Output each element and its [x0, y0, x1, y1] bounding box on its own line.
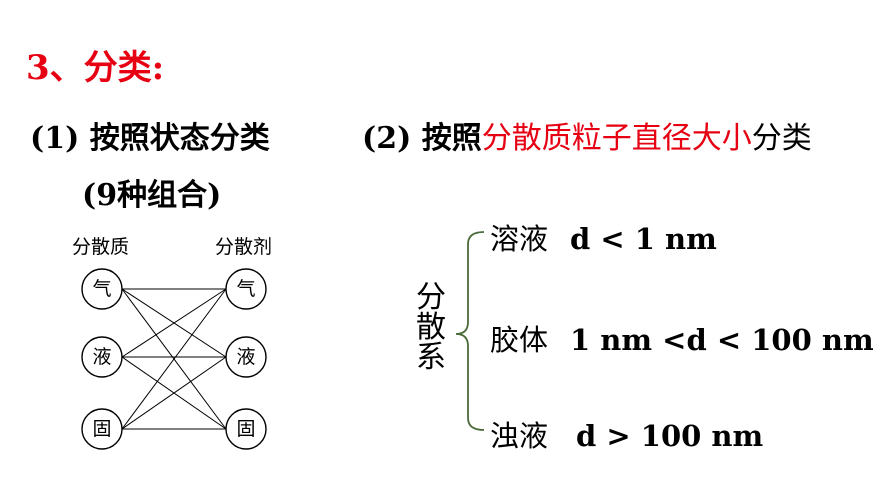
category-suspension: 浊液 d > 100 nm [490, 413, 763, 455]
medium-solid-circle [225, 408, 267, 450]
medium-liquid-text: 液 [236, 346, 255, 368]
category-colloid: 胶体 1 nm <d < 100 nm [490, 317, 874, 359]
category-brace [455, 231, 485, 431]
category-suspension-name: 浊液 [490, 419, 549, 453]
state-circles [81, 268, 267, 450]
dispersion-medium-label: 分散剂 [215, 236, 273, 258]
dispersed-phase-label: 分散质 [72, 236, 130, 258]
category-solution-name: 溶液 [490, 222, 549, 256]
size-classification-title: (2) 按照分散质粒子直径大小分类 [362, 113, 812, 157]
section-heading: 3、分类: [26, 48, 165, 88]
dispersed-liquid-text: 液 [92, 346, 111, 368]
category-colloid-criterion: 1 nm <d < 100 nm [570, 323, 874, 357]
category-suspension-criterion: d > 100 nm [576, 419, 764, 453]
title-suffix: 分类 [751, 121, 812, 156]
line-liquid-gas [121, 288, 227, 358]
medium-gas-circle [225, 268, 267, 310]
title-prefix: (2) 按照 [362, 121, 482, 156]
medium-liquid-circle [225, 336, 267, 378]
dispersed-solid-text: 固 [92, 418, 111, 440]
connection-lines [121, 288, 227, 430]
combination-count: (9种组合) [82, 178, 222, 213]
category-solution: 溶液 d < 1 nm [490, 216, 717, 258]
dispersed-gas-text: 气 [92, 278, 111, 300]
medium-gas-text: 气 [236, 278, 255, 300]
title-highlight: 分散质粒子直径大小 [481, 121, 752, 156]
dispersed-liquid-circle [81, 336, 123, 378]
medium-solid-text: 固 [236, 418, 255, 440]
category-colloid-name: 胶体 [490, 323, 549, 357]
line-solid-liquid [121, 356, 227, 430]
dispersed-gas-circle [81, 268, 123, 310]
dispersed-solid-circle [81, 408, 123, 450]
dispersion-system-label: 分散系 [416, 280, 446, 375]
line-solid-gas [121, 288, 227, 430]
state-classification-title: (1) 按照状态分类 [30, 121, 270, 156]
category-solution-criterion: d < 1 nm [570, 222, 717, 256]
